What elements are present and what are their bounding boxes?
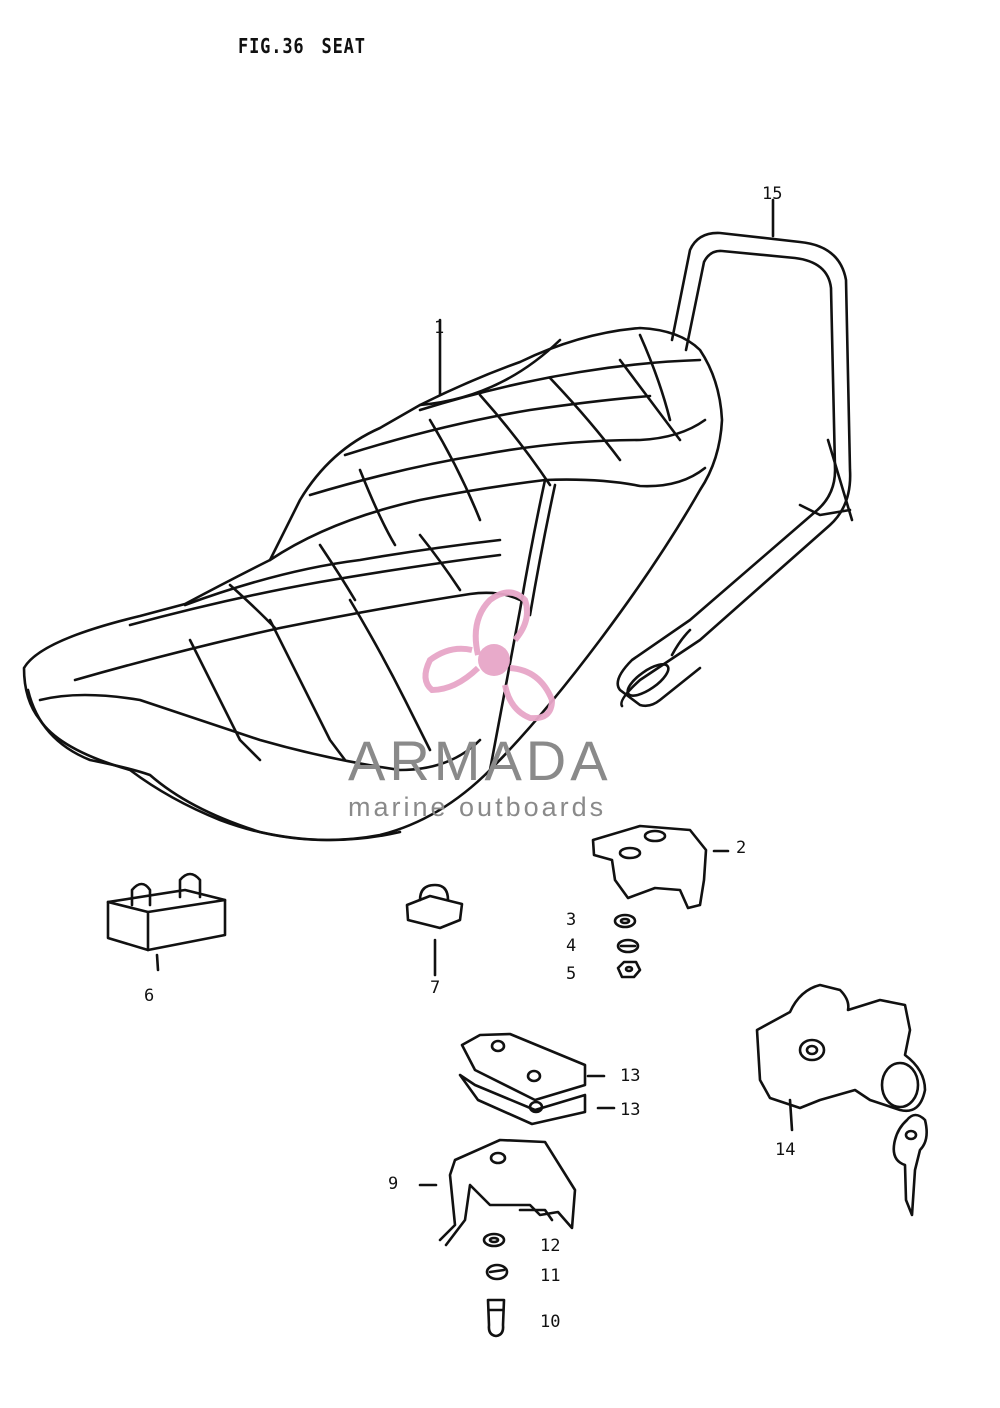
- plate-part-13-lower: [458, 1073, 616, 1126]
- washer-part-3: [613, 913, 637, 929]
- lock-washer-part-11: [485, 1263, 509, 1281]
- bracket-part-9: [418, 1138, 577, 1247]
- figure-title: FIG.36 SEAT: [238, 34, 383, 58]
- callout-13-lower: 13: [620, 1100, 641, 1120]
- cushion-part-7: [405, 883, 464, 977]
- rubber-block-part-6: [106, 872, 227, 972]
- callout-10: 10: [540, 1312, 561, 1332]
- lock-washer-part-4: [616, 938, 640, 954]
- callout-5: 5: [566, 964, 577, 984]
- watermark-tagline: marine outboards: [348, 792, 607, 822]
- bracket-part-2: [591, 824, 730, 910]
- callout-3: 3: [566, 910, 577, 930]
- callout-11: 11: [540, 1266, 561, 1286]
- grab-rail-part-15: [616, 231, 854, 708]
- figure-name: SEAT: [321, 34, 366, 58]
- plate-part-13-upper: [460, 1032, 606, 1102]
- bolt-part-10: [486, 1298, 506, 1338]
- seat-part-1: [22, 326, 724, 842]
- callout-13-upper: 13: [620, 1066, 641, 1086]
- callout-14: 14: [775, 1140, 796, 1160]
- nut-part-5: [616, 960, 642, 979]
- propeller-logo-icon: [422, 589, 556, 722]
- callout-2: 2: [736, 838, 747, 858]
- callout-6: 6: [144, 986, 155, 1006]
- callout-1: 1: [434, 318, 445, 338]
- watermark-brand: ARMADA: [348, 729, 612, 792]
- callout-4: 4: [566, 936, 577, 956]
- callout-9: 9: [388, 1174, 399, 1194]
- seat-lock-part-14: [755, 983, 928, 1217]
- figure-number: FIG.36: [238, 34, 305, 58]
- callout-15: 15: [762, 184, 783, 204]
- callout-12: 12: [540, 1236, 561, 1256]
- washer-part-12: [482, 1232, 506, 1248]
- callout-7: 7: [430, 978, 441, 998]
